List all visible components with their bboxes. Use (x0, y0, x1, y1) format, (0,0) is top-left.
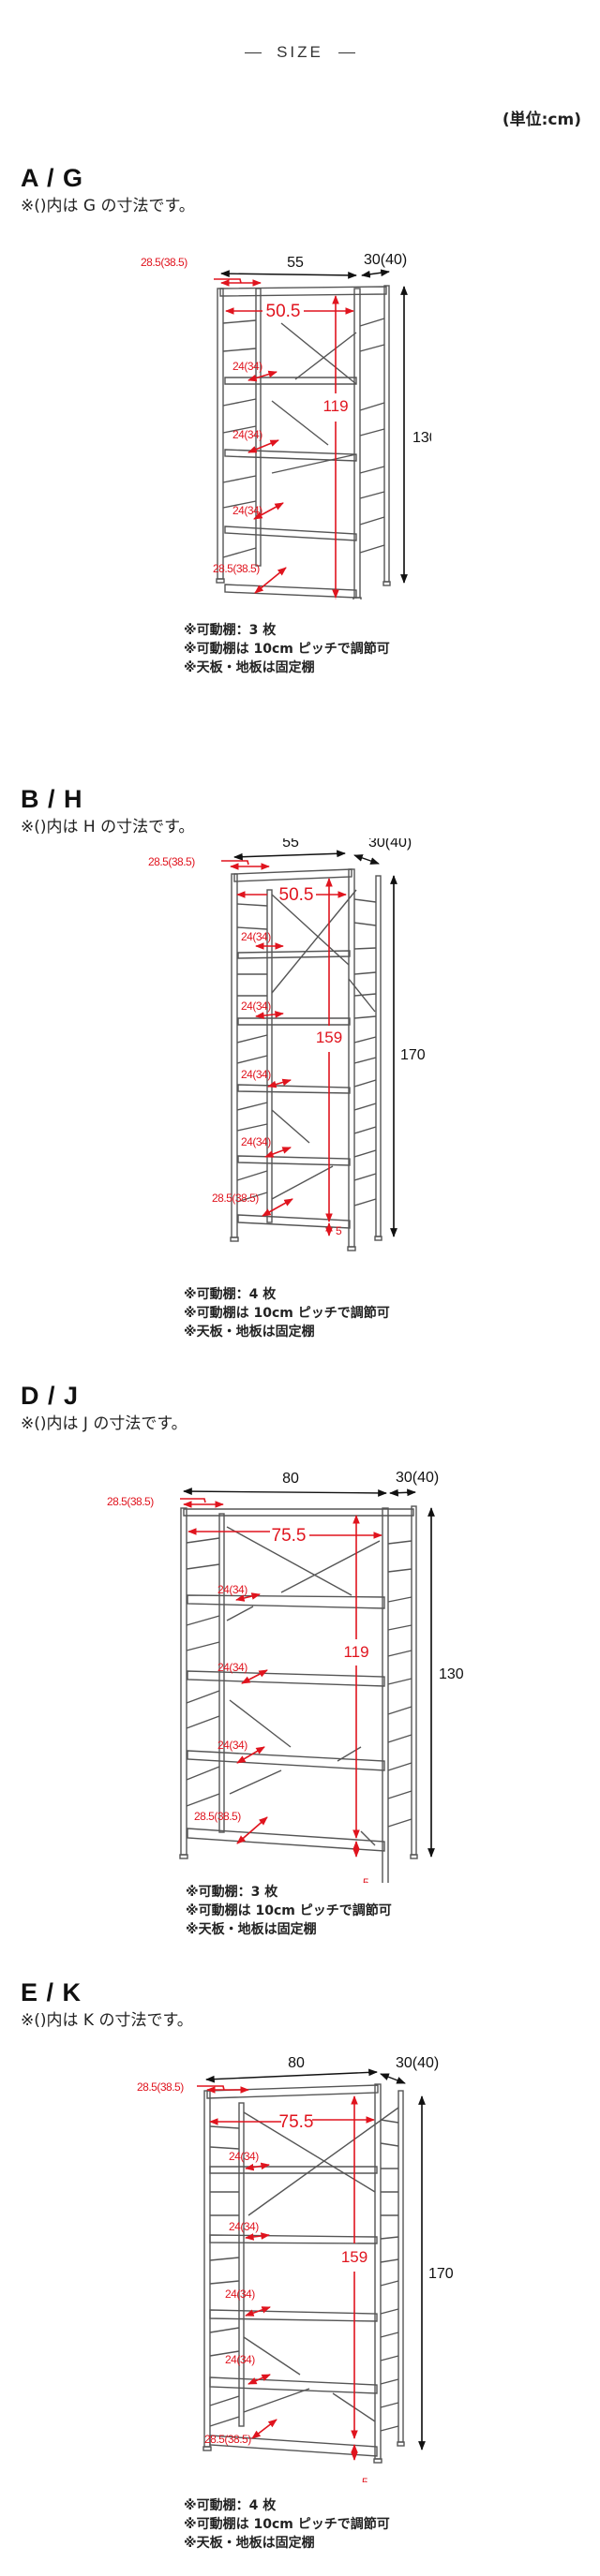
dim-shelf-depth-2: 24(34) (232, 428, 262, 441)
note-line: ※可動棚：3 枚 (186, 1885, 278, 1900)
note-line: ※天板・地板は固定棚 (184, 660, 315, 675)
dim-depth: 30(40) (368, 838, 412, 851)
dim-shelf-depth-2: 24(34) (241, 999, 271, 1013)
dim-bottom-depth: 28.5(38.5) (212, 1192, 259, 1205)
note-line: ※可動棚：4 枚 (184, 2498, 277, 2513)
dim-floor-clearance: 5 (363, 1876, 369, 1883)
note-line: ※天板・地板は固定棚 (186, 1922, 317, 1937)
shelf-diagram-bh: 55 30(40) 170 28.5(38.5) 50.5 159 24(34)… (148, 838, 426, 1251)
section-title-ek: E / K (21, 1978, 82, 2006)
dim-inner-width: 75.5 (272, 1526, 307, 1546)
note-line: ※可動棚は 10cm ピッチで調節可 (186, 1903, 392, 1918)
dim-inner-width: 75.5 (279, 2112, 314, 2132)
notes-dj: ※可動棚：3 枚 ※可動棚は 10cm ピッチで調節可 ※天板・地板は固定棚 (186, 1883, 392, 1939)
shelf-diagram-ek: 80 30(40) 170 28.5(38.5) 75.5 159 24(34)… (137, 2055, 454, 2482)
dim-top-depth: 28.5(38.5) (137, 2080, 184, 2094)
dim-shelf-depth-4: 24(34) (241, 1135, 271, 1148)
note-line: ※可動棚は 10cm ピッチで調節可 (184, 1306, 390, 1321)
shelf-diagram-ag: 55 30(40) 130 28.5(38.5) 50.5 119 24(34)… (141, 252, 431, 600)
dim-width: 55 (287, 255, 304, 271)
dim-shelf-depth-3: 24(34) (218, 1739, 248, 1752)
dim-shelf-depth-1: 24(34) (229, 2150, 259, 2163)
shelf-diagram-dj: 80 30(40) 130 28.5(38.5) 75.5 119 24(34)… (107, 1470, 464, 1883)
dim-height: 130 (412, 430, 431, 446)
note-line: ※天板・地板は固定棚 (184, 1325, 315, 1340)
dim-inner-height: 119 (343, 1643, 368, 1661)
dim-height: 170 (428, 2266, 454, 2282)
dim-inner-height: 159 (316, 1029, 342, 1046)
section-title-bh: B / H (21, 785, 83, 813)
dim-shelf-depth-3: 24(34) (241, 1068, 271, 1081)
dim-floor-clearance: 5 (336, 1224, 342, 1237)
dim-top-depth: 28.5(38.5) (148, 855, 195, 868)
section-title-dj: D / J (21, 1382, 80, 1410)
dim-shelf-depth-3: 24(34) (232, 504, 262, 517)
note-line: ※天板・地板は固定棚 (184, 2536, 315, 2551)
dim-shelf-depth-2: 24(34) (229, 2220, 259, 2233)
size-heading: SIZE (0, 43, 600, 62)
dim-bottom-depth: 28.5(38.5) (213, 562, 260, 575)
note-line: ※可動棚は 10cm ピッチで調節可 (184, 2517, 390, 2532)
notes-ag: ※可動棚：3 枚 ※可動棚は 10cm ピッチで調節可 ※天板・地板は固定棚 (184, 621, 390, 677)
dim-shelf-depth-1: 24(34) (218, 1583, 248, 1596)
dim-width: 80 (282, 1471, 299, 1487)
section-note-dj: ※()内は J の寸法です。 (21, 1414, 188, 1433)
dim-shelf-depth-1: 24(34) (241, 930, 271, 943)
dim-inner-height: 119 (322, 397, 348, 415)
dim-inner-width: 50.5 (279, 885, 314, 905)
unit-label: (単位:cm) (502, 111, 581, 129)
dim-depth: 30(40) (396, 1470, 439, 1486)
dim-bottom-depth: 28.5(38.5) (204, 2433, 251, 2446)
note-line: ※可動棚：3 枚 (184, 623, 277, 638)
dim-width: 55 (282, 838, 299, 851)
note-line: ※可動棚：4 枚 (184, 1287, 277, 1302)
dim-height: 130 (439, 1666, 464, 1682)
dim-top-depth: 28.5(38.5) (107, 1495, 154, 1508)
dim-shelf-depth-3: 24(34) (225, 2287, 255, 2301)
dim-inner-height: 159 (341, 2248, 368, 2266)
section-title-ag: A / G (21, 164, 84, 192)
dim-depth: 30(40) (396, 2055, 439, 2071)
dim-shelf-depth-4: 24(34) (225, 2353, 255, 2366)
section-note-ek: ※()内は K の寸法です。 (21, 2011, 193, 2030)
dim-top-depth: 28.5(38.5) (141, 256, 188, 269)
dim-inner-width: 50.5 (266, 302, 301, 321)
dim-floor-clearance: 5 (362, 2476, 368, 2482)
notes-ek: ※可動棚：4 枚 ※可動棚は 10cm ピッチで調節可 ※天板・地板は固定棚 (184, 2496, 390, 2553)
size-title-text: SIZE (277, 43, 323, 61)
dim-bottom-depth: 28.5(38.5) (194, 1810, 241, 1823)
dim-width: 80 (288, 2055, 305, 2071)
dash-left (245, 52, 262, 54)
section-note-ag: ※()内は G の寸法です。 (21, 197, 195, 215)
dim-shelf-depth-2: 24(34) (218, 1661, 248, 1674)
dim-depth: 30(40) (364, 252, 407, 268)
dash-right (338, 52, 355, 54)
dim-shelf-depth-1: 24(34) (232, 360, 262, 373)
dim-height: 170 (400, 1047, 426, 1063)
note-line: ※可動棚は 10cm ピッチで調節可 (184, 642, 390, 657)
notes-bh: ※可動棚：4 枚 ※可動棚は 10cm ピッチで調節可 ※天板・地板は固定棚 (184, 1285, 390, 1341)
section-note-bh: ※()内は H の寸法です。 (21, 818, 195, 836)
